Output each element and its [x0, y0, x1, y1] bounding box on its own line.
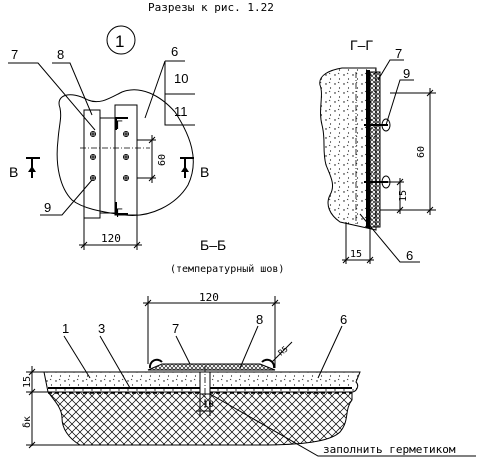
bb-callout-8: 8	[256, 312, 263, 327]
detail-1-plan: 1 Г Г В В 60	[8, 25, 209, 250]
gg-callout-9: 9	[403, 66, 410, 81]
sealant-leader	[209, 393, 476, 457]
gg-dim-15-horizontal: 15	[350, 249, 362, 260]
bolt-markers	[90, 131, 129, 181]
cut-label-b-right: В	[200, 164, 209, 180]
cover-plate	[369, 71, 381, 228]
cut-label-b-left: В	[9, 164, 18, 180]
bb-leader-8	[239, 325, 259, 369]
callout-9: 9	[44, 200, 51, 215]
bb-leader-3	[99, 335, 131, 389]
callout-6: 6	[171, 44, 178, 59]
cut-label-g-bottom: Г	[116, 206, 123, 220]
cut-mark-g-top	[115, 117, 128, 130]
bb-dim-10: 10	[203, 400, 214, 410]
leader-8	[52, 62, 93, 116]
detail-number: 1	[115, 32, 124, 51]
bb-leader-6	[317, 325, 343, 379]
layer-dark	[366, 70, 370, 228]
detail-number-circle	[106, 25, 136, 55]
bb-dim-120: 120	[199, 291, 219, 304]
gg-leader-6	[359, 213, 420, 263]
dim-120: 120	[101, 232, 121, 245]
callout-7: 7	[11, 47, 18, 62]
bb-callout-7: 7	[172, 321, 179, 336]
concrete-body	[319, 67, 377, 231]
section-g-g: Г–Г 60 15 15 7 9 6	[319, 37, 436, 264]
plate-middle	[99, 117, 116, 214]
gg-callout-6: 6	[406, 248, 413, 263]
sealant-note: заполнить герметиком	[323, 443, 456, 456]
gg-dim-60: 60	[416, 146, 427, 158]
bb-dim-delta: δк	[22, 416, 33, 428]
leader-6	[144, 60, 185, 119]
section-gg-title: Г–Г	[350, 37, 373, 53]
bb-leader-7	[175, 335, 191, 365]
callout-11: 11	[174, 104, 188, 119]
bb-callout-6: 6	[340, 312, 347, 327]
leader-7	[8, 62, 96, 131]
gg-leader-9	[385, 79, 414, 126]
bb-callout-1: 1	[62, 321, 69, 336]
bb-leader-1	[63, 335, 91, 379]
callout-table-frame	[164, 61, 195, 126]
gg-callout-7: 7	[395, 46, 402, 61]
loop-left	[148, 358, 163, 369]
dim-60: 60	[157, 154, 168, 166]
leader-9	[40, 179, 93, 216]
gg-dim-15-vertical: 15	[398, 190, 409, 202]
loop-right	[261, 358, 276, 369]
cut-label-g-top: Г	[116, 118, 123, 132]
page-title: Разрезы к рис. 1.22	[148, 1, 274, 14]
callout-10: 10	[174, 71, 188, 86]
section-bb-title: Б–Б	[200, 237, 226, 253]
cut-mark-g-bottom	[115, 202, 128, 215]
cover-strip	[147, 363, 276, 371]
callout-8: 8	[57, 47, 64, 62]
gg-leader-7	[377, 59, 404, 81]
section-b-b: Б–Б (температурный шов) 120 R5 15 δк	[22, 237, 476, 457]
break-outline	[56, 89, 194, 216]
section-bb-subtitle: (температурный шов)	[170, 263, 284, 275]
bb-dim-15: 15	[22, 376, 33, 388]
bb-callout-3: 3	[98, 321, 105, 336]
